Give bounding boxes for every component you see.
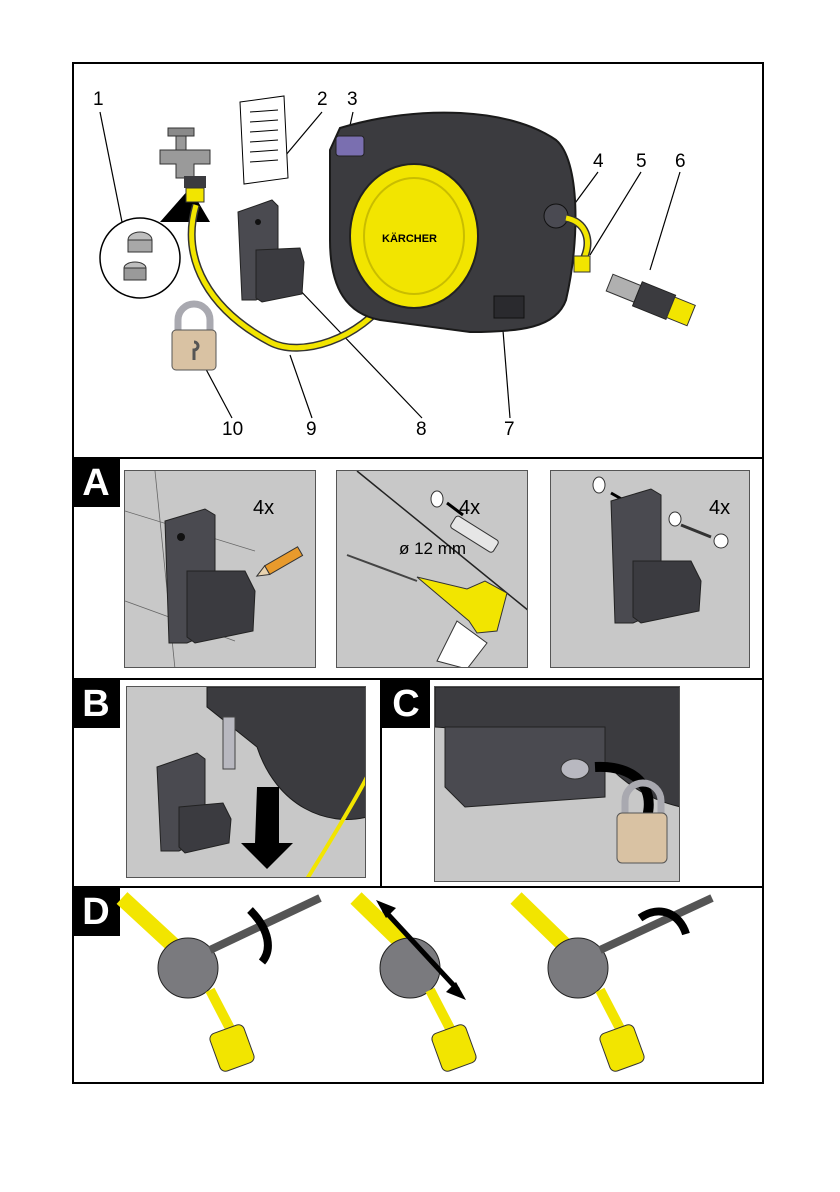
hose-guide-view-1 xyxy=(122,898,320,1073)
rotate-cw-icon xyxy=(250,910,268,962)
screwdriver-icon xyxy=(600,898,712,950)
hose-guide-view-3 xyxy=(516,898,712,1073)
hose-guide-view-2 xyxy=(356,898,478,1073)
